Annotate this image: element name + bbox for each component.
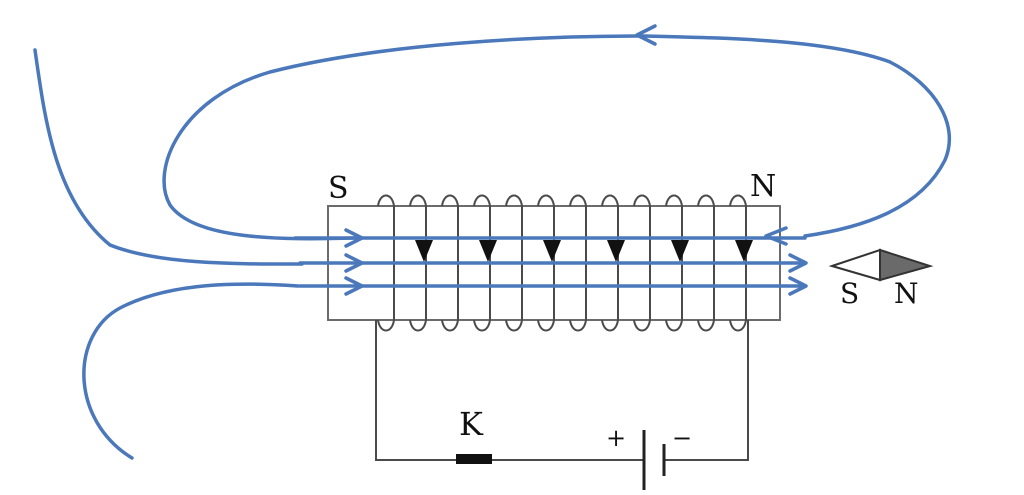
battery-icon [642,430,666,490]
compass-north-label: N [894,277,919,310]
switch-icon [456,454,492,464]
battery-positive-label: + [606,424,626,452]
field-direction-arrows [344,24,808,296]
battery-negative-label: − [672,424,692,452]
magnetic-field-lines [33,34,952,460]
current-arrows [415,240,753,262]
compass-needle-icon [828,248,934,282]
switch-label: K [459,405,484,443]
circuit-wires [375,320,749,461]
compass-south-label: S [840,277,859,310]
solenoid-right-pole-label: N [750,169,776,204]
solenoid-left-pole-label: S [328,171,349,206]
